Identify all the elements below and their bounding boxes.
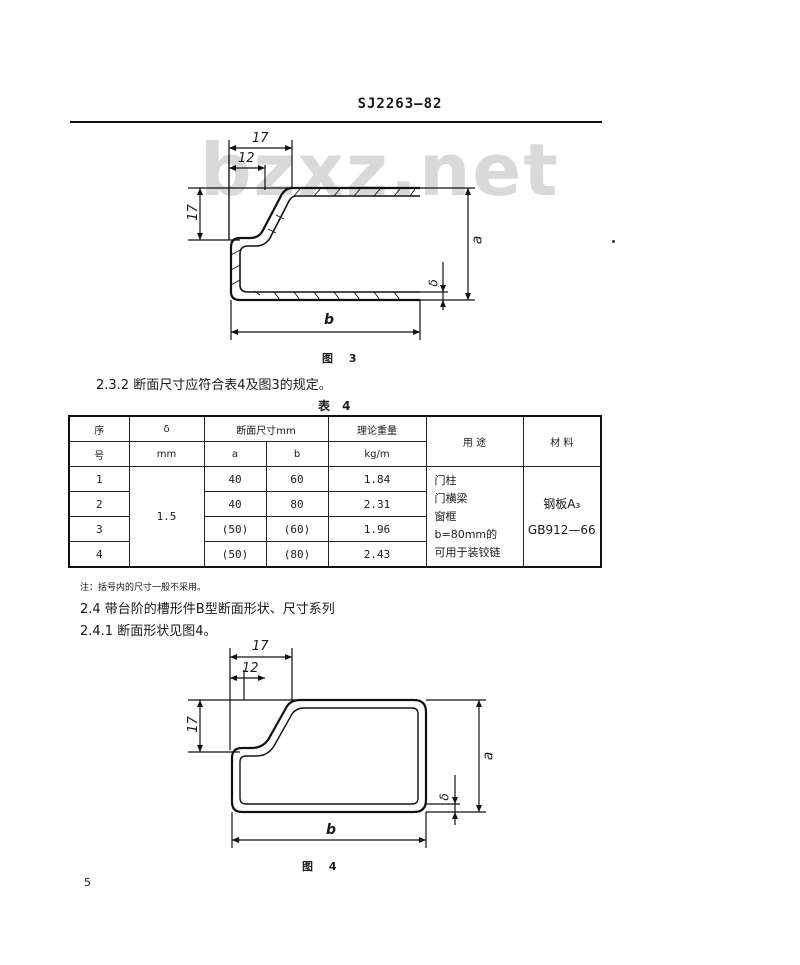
table-row: 1 1.5 40 60 1.84 门柱 门横梁 窗框 b=80mm的 可用于装铰… xyxy=(68,466,602,568)
cell-no: 3 xyxy=(68,516,130,542)
cell-a: (50) xyxy=(203,541,267,568)
fig4-dim-a: a xyxy=(480,751,497,761)
usage-line: 可用于装铰链 xyxy=(434,545,501,559)
header-rule xyxy=(70,121,602,123)
figure-4-caption: 图 4 xyxy=(302,860,343,873)
document-code: SJ2263—82 xyxy=(357,96,443,112)
fig4-dim-delta: δ xyxy=(437,793,452,801)
cell-usage: 门柱 门横梁 窗框 b=80mm的 可用于装铰链 xyxy=(425,466,524,568)
figure-4-drawing xyxy=(188,648,486,848)
figure-4: 17 12 17 a δ b 图 4 xyxy=(185,639,497,873)
header-material: 材 料 xyxy=(522,415,602,467)
cell-weight: 1.96 xyxy=(327,516,427,542)
section-2-4: 2.4 带台阶的槽形件B型断面形状、尺寸系列 xyxy=(80,602,335,617)
cell-b: 60 xyxy=(265,466,329,492)
fig3-dim-b: b xyxy=(324,312,335,328)
cell-weight: 2.43 xyxy=(327,541,427,568)
cell-no: 4 xyxy=(68,541,130,568)
fig4-dim-17-side: 17 xyxy=(185,716,201,733)
cell-b: (80) xyxy=(265,541,329,568)
table-header-row-2: 号 mm a b kg/m xyxy=(68,441,601,467)
header-b: b xyxy=(265,441,329,467)
figure-3: 17 12 17 a δ b 图 3 xyxy=(0,0,800,370)
usage-line: 窗框 xyxy=(434,509,457,523)
fig3-dim-12: 12 xyxy=(238,151,255,166)
fig4-dim-b: b xyxy=(326,822,337,838)
cell-b: (60) xyxy=(265,516,329,542)
cell-b: 80 xyxy=(265,491,329,517)
header-weight: 理论重量 xyxy=(327,415,427,442)
usage-line: b=80mm的 xyxy=(434,527,498,541)
figure-3-drawing xyxy=(188,140,475,340)
table-row: 4 (50) (80) 2.43 xyxy=(68,541,601,568)
page-number: 5 xyxy=(84,876,91,889)
cell-material: 钢板A₃ GB912—66 xyxy=(522,466,602,568)
cell-a: 40 xyxy=(203,491,267,517)
speck xyxy=(612,240,615,243)
material-line: GB912—66 xyxy=(527,522,596,537)
fig3-dim-17-top: 17 xyxy=(252,131,269,146)
header-delta-unit: mm xyxy=(128,441,205,467)
section-2-4-1: 2.4.1 断面形状见图4。 xyxy=(80,624,217,639)
header-delta: δ xyxy=(128,415,205,442)
figure-3-caption: 图 3 xyxy=(322,352,363,365)
table-4: 序 δ 断面尺寸mm 理论重量 用 途 材 料 号 mm a b kg/m 1 … xyxy=(68,415,603,568)
fig4-dim-12: 12 xyxy=(242,661,259,676)
usage-line: 门柱 xyxy=(434,473,457,487)
cell-a: (50) xyxy=(203,516,267,542)
cell-no: 1 xyxy=(68,466,130,492)
table-4-title: 表 4 xyxy=(318,399,355,413)
table-note: 注：括号内的尺寸一般不采用。 xyxy=(80,583,207,593)
section-2-3-2: 2.3.2 断面尺寸应符合表4及图3的规定。 xyxy=(96,378,332,393)
fig4-dim-17-top: 17 xyxy=(252,639,269,654)
table-header-row-1: 序 δ 断面尺寸mm 理论重量 用 途 材 料 xyxy=(68,415,602,467)
cell-weight: 1.84 xyxy=(327,466,427,492)
table-row: 3 (50) (60) 1.96 xyxy=(68,516,601,542)
material-line: 钢板A₃ xyxy=(543,496,581,511)
usage-line: 门横梁 xyxy=(434,491,468,505)
header-a: a xyxy=(203,441,267,467)
